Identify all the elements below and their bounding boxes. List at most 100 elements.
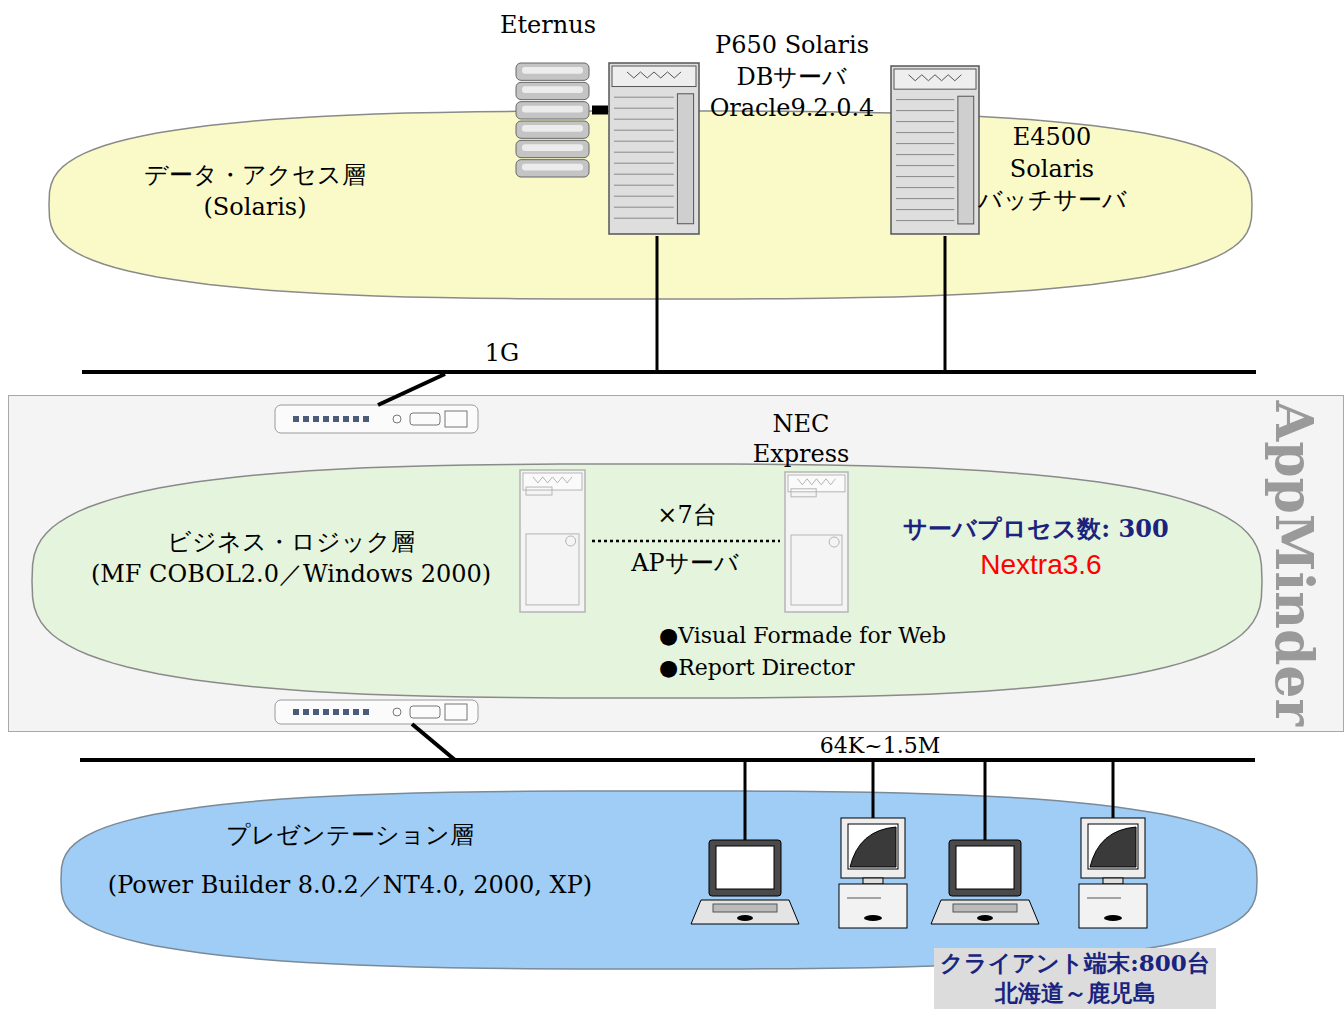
pc-slot [847, 898, 881, 899]
server-body [891, 66, 979, 234]
hub-body [275, 700, 478, 724]
monitor-stand [863, 878, 883, 884]
disk-unit [516, 140, 589, 157]
hub-slot [445, 411, 467, 427]
network-bus [82, 370, 1256, 374]
server-bay [896, 121, 954, 122]
pc-mouse [864, 915, 882, 921]
pc-mouse [1104, 915, 1122, 921]
server-top [523, 473, 582, 490]
text-line: サーバプロセス数: 300 [903, 514, 1168, 543]
hub-slot [445, 704, 467, 720]
server-bay [614, 207, 674, 208]
text-line: DBサーバ [737, 63, 848, 91]
server-panel [526, 487, 552, 495]
server-bay [614, 185, 674, 186]
disk-highlight [522, 67, 583, 74]
disk-unit [516, 121, 589, 138]
server-bay [896, 132, 954, 133]
text-line: NEC [773, 410, 830, 438]
text-line: AppMinder [1264, 400, 1325, 725]
pc-slot [1087, 898, 1121, 899]
laptop-lid [709, 840, 781, 896]
server-label: P650 Solaris DBサーバ Oracle9.2.0.4 [709, 30, 876, 125]
device-label: Eternus [499, 10, 598, 42]
hub-port [343, 709, 349, 715]
server-bay [614, 97, 674, 98]
hub-port [303, 709, 309, 715]
server-grille [958, 96, 974, 224]
disk-highlight [522, 144, 583, 151]
network-wire [412, 724, 455, 760]
hub-port [333, 709, 339, 715]
server-bay [614, 174, 674, 175]
server-bay [896, 176, 954, 177]
server-bay [896, 220, 954, 221]
server-body [520, 470, 585, 612]
process-count: サーバプロセス数: 300 [902, 513, 1170, 545]
layer-ellipse: ビジネス・ロジック層 (MF COBOL2.0／Windows 2000) サーバ… [31, 463, 1263, 699]
server-bay [614, 163, 674, 164]
server-vent [798, 479, 836, 485]
hub-port [363, 709, 369, 715]
text-line: 64K~1.5M [820, 733, 940, 758]
disk-highlight [522, 125, 583, 132]
feature-item: ●Report Director [659, 653, 857, 682]
server-bay [896, 187, 954, 188]
text-line: Eternus [500, 11, 596, 39]
hub-plug [410, 706, 440, 718]
network-bus [80, 758, 1255, 762]
server-top [612, 66, 696, 87]
server-bay [896, 198, 954, 199]
hub-port [353, 416, 359, 422]
text-line: Express [753, 440, 850, 468]
text-line: データ・アクセス層 [144, 161, 366, 189]
server-bay [896, 209, 954, 210]
server-bay [614, 152, 674, 153]
hub-port [293, 416, 299, 422]
text-line: Oracle9.2.0.4 [710, 94, 875, 122]
server-bay [896, 99, 954, 100]
hub-port [353, 709, 359, 715]
text-line: (Solaris) [203, 193, 306, 221]
server-top [894, 69, 976, 89]
text-line: プレゼンテーション層 [226, 821, 474, 849]
server-vent [909, 75, 962, 81]
network-wire [656, 236, 659, 372]
client-note: クライアント端末:800台 北海道～鹿児島 [934, 948, 1216, 1009]
text-line: APサーバ [631, 549, 738, 577]
storage-link [592, 106, 608, 115]
text-line: Nextra3.6 [980, 549, 1101, 580]
monitor-frame [1081, 818, 1145, 878]
text-line: ×7台 [657, 501, 716, 529]
server-panel [526, 534, 579, 605]
laptop-lid [949, 840, 1021, 896]
hub-port [333, 416, 339, 422]
monitor-screen [1088, 824, 1138, 869]
storage-icon: Eternus [500, 12, 592, 182]
text-line: (Power Builder 8.0.2／NT4.0, 2000, XP) [108, 871, 592, 899]
device-icon [784, 471, 851, 615]
disk-highlight [522, 164, 583, 171]
hub-led [393, 708, 401, 716]
server-panel [791, 535, 842, 605]
server-button [566, 536, 576, 546]
hub-port [313, 416, 319, 422]
text-line: ビジネス・ロジック層 [167, 528, 415, 556]
layer-ellipse: プレゼンテーション層 (Power Builder 8.0.2／NT4.0, 2… [60, 790, 1258, 970]
layer-title: ビジネス・ロジック層 (MF COBOL2.0／Windows 2000) [90, 527, 493, 590]
laptop-pad [977, 915, 993, 921]
laptop-keys [713, 904, 777, 912]
disk-unit [516, 82, 589, 99]
hub-port [313, 709, 319, 715]
network-wire [744, 760, 747, 840]
server-label: E4500 Solaris バッチサーバ [977, 122, 1128, 217]
network-layer [80, 236, 1256, 928]
hub-port [323, 416, 329, 422]
server-vent [533, 477, 572, 483]
laptop-keys [953, 904, 1017, 912]
device-icon [515, 62, 592, 182]
server-bay [614, 196, 674, 197]
server-bay [614, 218, 674, 219]
layer-title: プレゼンテーション層 (Power Builder 8.0.2／NT4.0, 2… [107, 810, 594, 910]
